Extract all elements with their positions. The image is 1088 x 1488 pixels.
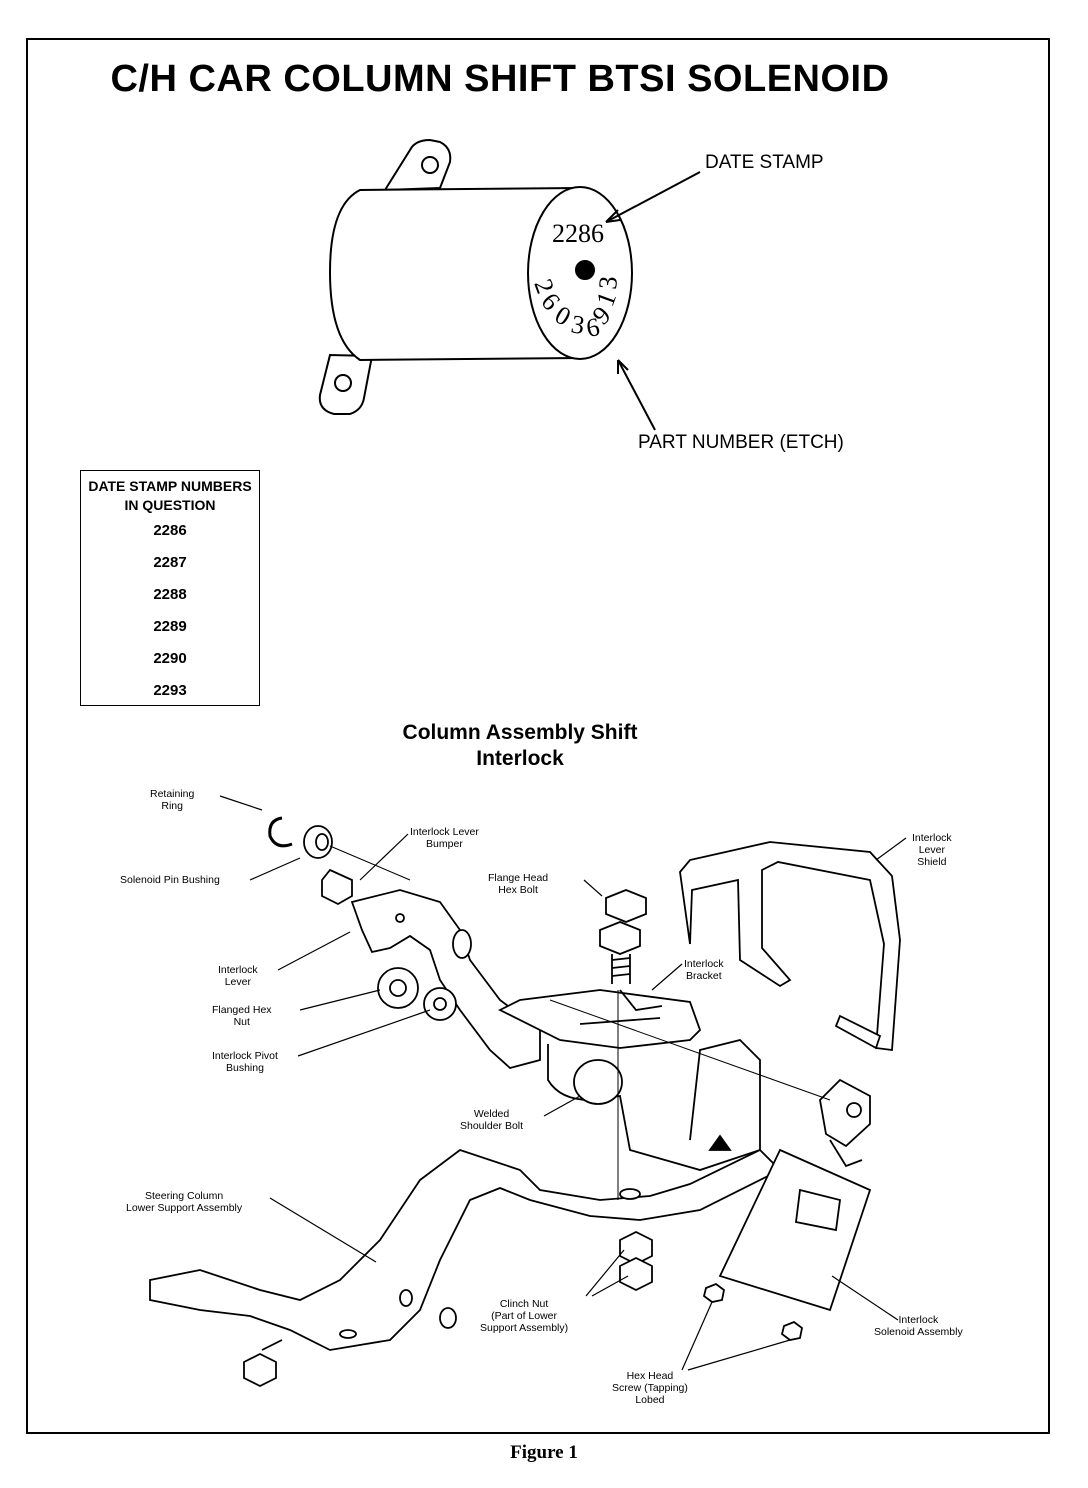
table-row: 2287 bbox=[153, 554, 187, 571]
welded-shoulder-bolt bbox=[573, 1059, 623, 1105]
date-stamp-label: DATE STAMP bbox=[705, 152, 824, 173]
interlock-solenoid-assembly bbox=[718, 1148, 872, 1312]
table-row: 2289 bbox=[153, 618, 187, 635]
figure-caption: Figure 1 bbox=[510, 1442, 578, 1463]
interlock-lever-bumper bbox=[321, 868, 353, 906]
top-mounting-ear bbox=[383, 138, 452, 192]
interlock-lever bbox=[350, 889, 541, 1069]
solenoid-center-dot bbox=[575, 260, 595, 280]
bottom-mounting-ear bbox=[318, 353, 374, 415]
flange-head-hex-bolt bbox=[605, 889, 647, 923]
clinch-nut bbox=[619, 1230, 653, 1266]
date-stamp-table: DATE STAMP NUMBERS IN QUESTION 2286 2287… bbox=[80, 470, 260, 706]
etch-digit: 6 bbox=[584, 312, 602, 343]
hex-head-screw bbox=[702, 1282, 725, 1303]
etch-digit: 3 bbox=[569, 309, 587, 340]
retaining-ring bbox=[268, 816, 293, 848]
column-assembly-drawing bbox=[149, 816, 901, 1388]
page-frame bbox=[26, 38, 1050, 1434]
table-row: 2286 bbox=[153, 522, 187, 539]
etch-digit: 3 bbox=[593, 275, 623, 290]
callout-solenoid-pin-bushing: Solenoid Pin Bushing bbox=[120, 874, 220, 886]
table-row: 2293 bbox=[153, 682, 187, 699]
steering-column-lower-support bbox=[149, 1148, 782, 1351]
assembly-title: Column Assembly Shift Interlock bbox=[402, 721, 638, 770]
bottom-hex-bolt bbox=[243, 1352, 277, 1388]
hex-head-screw bbox=[780, 1320, 803, 1341]
date-stamp-value: 2286 bbox=[552, 219, 604, 248]
solenoid-cylinder-body bbox=[328, 187, 581, 362]
table-row: 2288 bbox=[153, 586, 187, 603]
part-number-label: PART NUMBER (ETCH) bbox=[638, 432, 844, 453]
interlock-bracket bbox=[497, 989, 702, 1049]
table-header: DATE STAMP NUMBERS IN QUESTION bbox=[88, 478, 252, 513]
interlock-lever-shield bbox=[679, 841, 901, 1052]
table-row: 2290 bbox=[153, 650, 187, 667]
page-title: C/H CAR COLUMN SHIFT BTSI SOLENOID bbox=[110, 58, 890, 100]
